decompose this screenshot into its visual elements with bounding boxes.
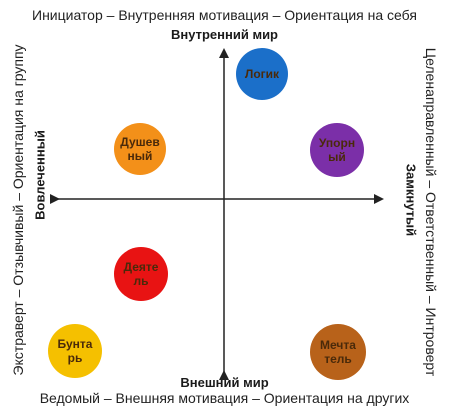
type-circle-dushevny: Душев ный xyxy=(114,123,166,175)
type-circle-mechtatel: Мечта тель xyxy=(310,324,366,380)
type-label: Мечта тель xyxy=(320,338,356,366)
right-caption: Целенаправленный – Ответственный – Интро… xyxy=(423,47,439,377)
type-label: Деяте ль xyxy=(123,260,159,288)
type-label: Бунта рь xyxy=(57,337,93,365)
axis-label-bottom: Внешний мир xyxy=(180,375,269,390)
type-circle-buntar: Бунта рь xyxy=(48,324,102,378)
type-label: Логик xyxy=(244,67,280,81)
type-label: Упорн ый xyxy=(318,136,356,164)
axis-label-left: Вовлеченный xyxy=(32,130,48,220)
type-circle-deyatel: Деяте ль xyxy=(114,247,168,301)
bottom-caption: Ведомый – Внешняя мотивация – Ориентация… xyxy=(39,390,410,406)
axis-label-top: Внутренний мир xyxy=(170,27,278,42)
top-caption: Инициатор – Внутренняя мотивация – Ориен… xyxy=(32,7,417,23)
type-label: Душев ный xyxy=(120,135,160,163)
type-circle-logik: Логик xyxy=(236,48,288,100)
type-circle-uporny: Упорн ый xyxy=(310,123,364,177)
axis-label-right: Замкнутый xyxy=(403,163,419,237)
left-caption: Экстраверт – Отзывчивый – Ориентация на … xyxy=(10,44,26,376)
